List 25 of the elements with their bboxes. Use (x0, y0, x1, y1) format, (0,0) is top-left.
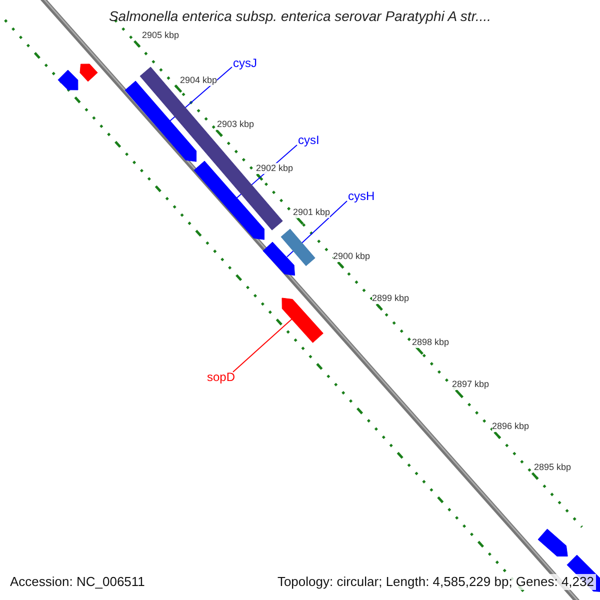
gene-feature (80, 64, 98, 82)
gene-label: cysH (348, 189, 375, 203)
gene-feature (282, 298, 324, 343)
tick-label: 2902 kbp (256, 163, 294, 174)
tick-label: 2895 kbp (534, 462, 572, 473)
tick-label: 2903 kbp (217, 119, 254, 130)
tick-label: 2905 kbp (142, 30, 180, 41)
tick-label: 2901 kbp (293, 207, 330, 218)
leader-line (232, 318, 292, 372)
gene-feature (263, 242, 295, 275)
gene-label: cysI (298, 133, 320, 147)
map-info-text: Topology: circular; Length: 4,585,229 bp; Genes: 4,232 (275, 574, 596, 590)
tick-label: 2897 kbp (452, 379, 490, 390)
gene-feature (58, 70, 78, 90)
tick-label: 2899 kbp (372, 293, 410, 304)
tick-label: 2896 kbp (492, 421, 530, 432)
gene-feature (538, 528, 568, 556)
tick-label: 2904 kbp (180, 75, 218, 86)
feature-bar (281, 229, 316, 266)
map-title: Salmonella enterica subsp. enterica serovar Paratyphi A str.... (108, 8, 492, 24)
tick-label: 2898 kbp (412, 337, 450, 348)
tick-label: 2900 kbp (333, 251, 370, 262)
gene-label: sopD (207, 370, 236, 384)
gene-label: cysJ (233, 56, 257, 70)
map-info-text: Accession: NC_006511 (8, 574, 147, 590)
